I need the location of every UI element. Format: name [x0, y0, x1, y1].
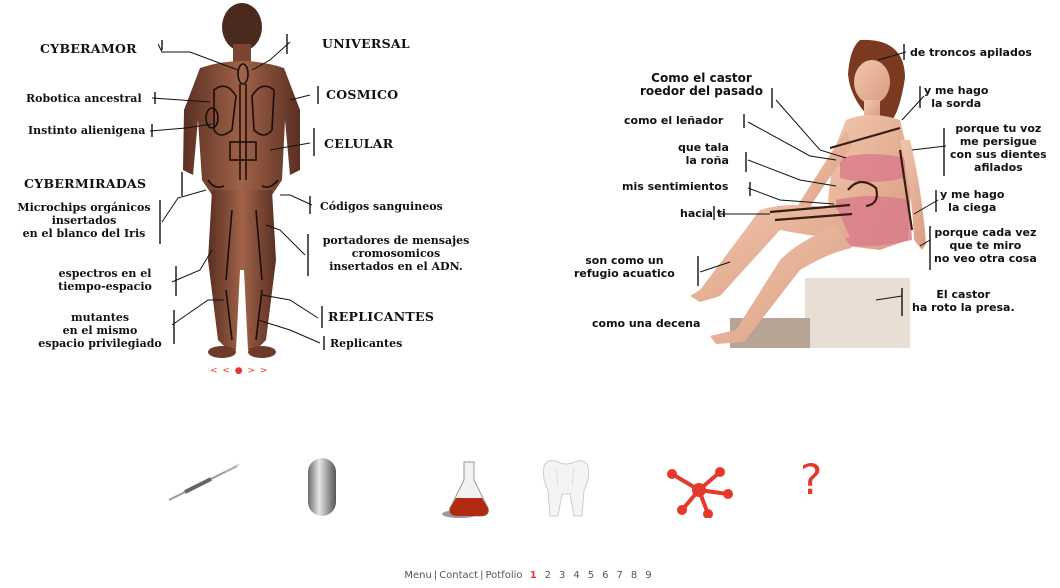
- molecule-icon[interactable]: [664, 462, 734, 518]
- page-link-3[interactable]: 3: [559, 570, 565, 581]
- label-replicantes-upper: REPLICANTES: [328, 310, 434, 323]
- label-microchips: Microchips orgánicos insertados en el bl…: [10, 201, 158, 240]
- tooth-icon[interactable]: [538, 456, 594, 520]
- label-espectros: espectros en el tiempo-espacio: [40, 267, 170, 293]
- menu-link[interactable]: Menu: [404, 570, 431, 581]
- label-codigos-sanguineos: Códigos sanguineos: [320, 200, 443, 213]
- page-link-1[interactable]: 1: [530, 570, 537, 581]
- label-replicantes-lower: Replicantes: [330, 337, 402, 350]
- page-link-6[interactable]: 6: [602, 570, 608, 581]
- label-portadores: portadores de mensajes cromosomicos inse…: [312, 234, 480, 273]
- label-mutantes: mutantes en el mismo espacio privilegiad…: [30, 311, 170, 350]
- label-me-hago-ciega: y me hago la ciega: [940, 188, 1004, 214]
- label-cybermiradas: CYBERMIRADAS: [24, 177, 146, 190]
- page-link-9[interactable]: 9: [645, 570, 651, 581]
- label-que-tala: que tala la roña: [678, 141, 729, 167]
- question-icon[interactable]: ?: [800, 455, 822, 504]
- footer-nav: Menu|Contact|Potfolio 123456789: [0, 570, 1060, 581]
- label-troncos-apilados: de troncos apilados: [910, 46, 1032, 59]
- page-link-8[interactable]: 8: [631, 570, 637, 581]
- label-me-hago-sorda: y me hago la sorda: [924, 84, 988, 110]
- flask-icon[interactable]: [440, 458, 496, 520]
- page-link-4[interactable]: 4: [573, 570, 579, 581]
- label-universal: UNIVERSAL: [322, 37, 410, 50]
- male-figure: [150, 3, 324, 358]
- label-mis-sentimientos: mis sentimientos: [622, 180, 728, 193]
- syringe-icon[interactable]: [165, 458, 245, 508]
- label-decena: como una decena: [592, 317, 700, 330]
- label-castor-roedor: Como el castor roedor del pasado: [640, 72, 763, 98]
- page-link-7[interactable]: 7: [617, 570, 623, 581]
- label-lenador: como el leñador: [624, 114, 723, 127]
- label-instinto-alienigena: Instinto alienigena: [28, 124, 145, 137]
- label-celular: CELULAR: [324, 137, 393, 150]
- page-link-5[interactable]: 5: [588, 570, 594, 581]
- label-cyberamor: CYBERAMOR: [40, 42, 137, 55]
- separator: |: [434, 570, 437, 581]
- label-cosmico: COSMICO: [326, 88, 399, 101]
- capsule-icon[interactable]: [305, 456, 339, 518]
- figure-pager[interactable]: < < ● > >: [210, 366, 268, 376]
- label-cada-vez: porque cada vez que te miro no veo otra …: [934, 226, 1037, 265]
- page-link-2[interactable]: 2: [545, 570, 551, 581]
- label-hacia-ti: hacia ti: [680, 207, 726, 220]
- contact-link[interactable]: Contact: [439, 570, 478, 581]
- portfolio-link[interactable]: Potfolio: [485, 570, 522, 581]
- separator: |: [480, 570, 483, 581]
- label-refugio-acuatico: son como un refugio acuatico: [574, 254, 675, 280]
- label-tu-voz: porque tu voz me persigue con sus diente…: [950, 122, 1047, 174]
- label-robotica-ancestral: Robotica ancestral: [26, 92, 142, 105]
- label-castor-presa: El castor ha roto la presa.: [912, 288, 1015, 314]
